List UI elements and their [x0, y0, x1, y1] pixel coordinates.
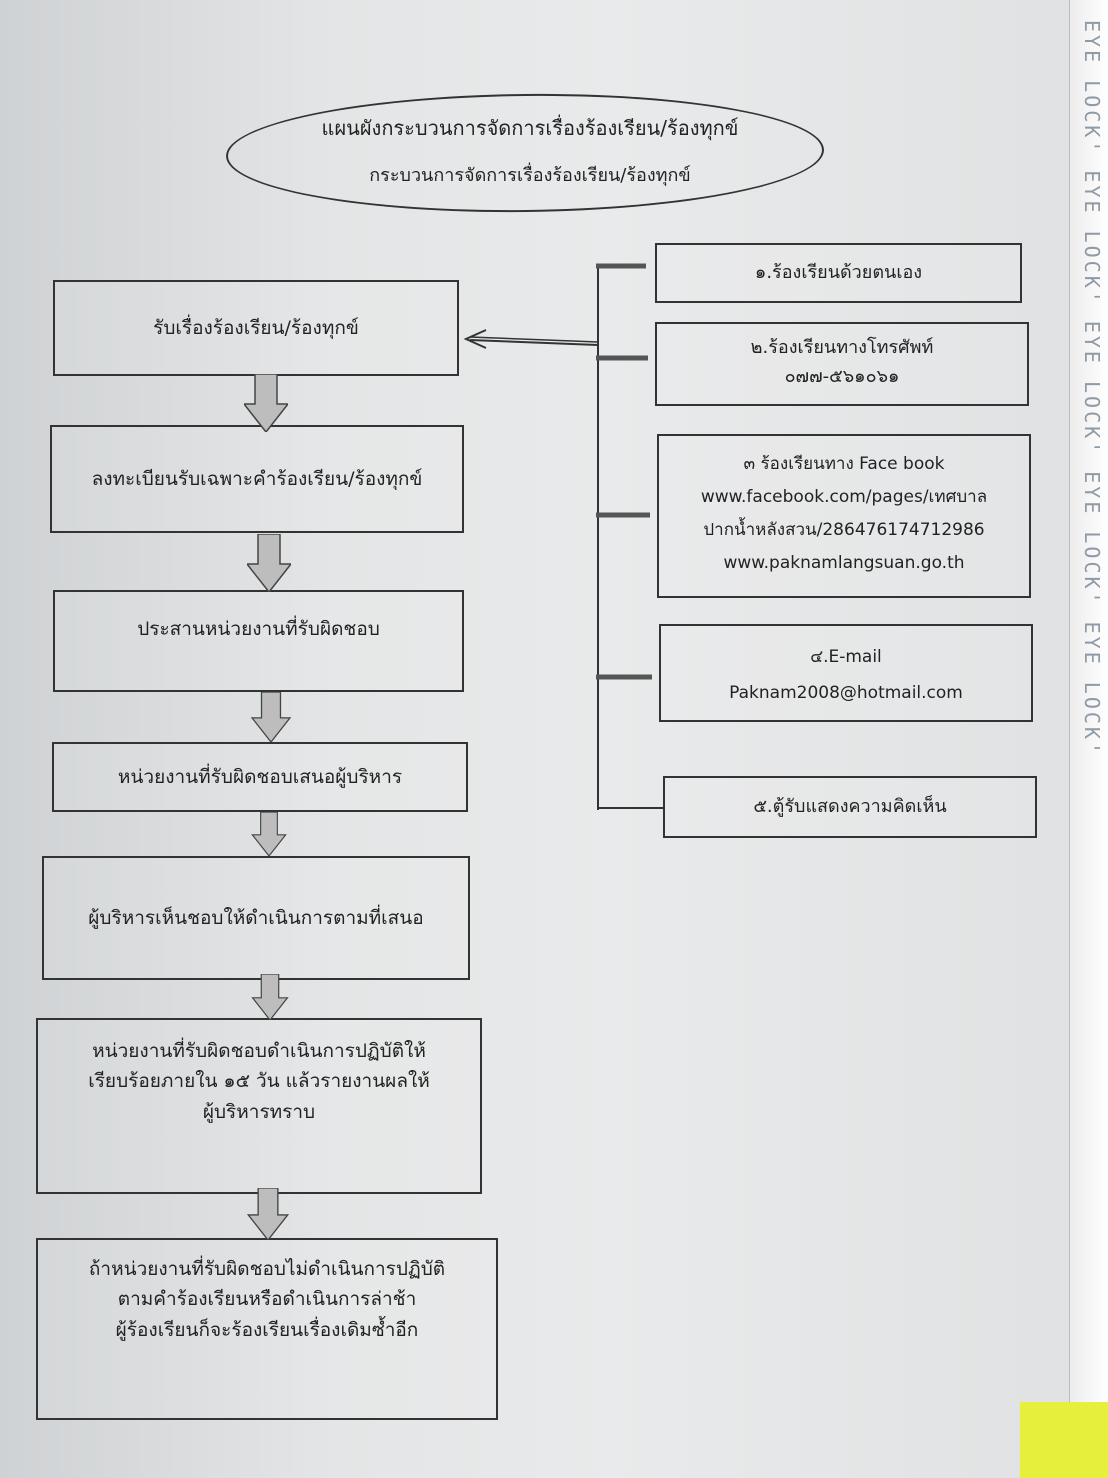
channel-facebook-url: www.facebook.com/pages/เทศบาล — [700, 487, 988, 508]
sticky-note — [1020, 1402, 1108, 1478]
channel-email-label: ๔.E-mail — [810, 647, 882, 667]
step-unit-execute-line1: หน่วยงานที่รับผิดชอบดำเนินการปฏิบัติให้ — [92, 1040, 426, 1062]
paper-edge: EYE LOCK' EYE LOCK' EYE LOCK' EYE LOCK' … — [1069, 0, 1108, 1478]
step-repeat-complaint: ถ้าหน่วยงานที่รับผิดชอบไม่ดำเนินการปฏิบั… — [36, 1238, 498, 1420]
channel-website-url: www.paknamlangsuan.go.th — [723, 553, 965, 574]
channel-facebook-label: ๓ ร้องเรียนทาง Face book — [743, 454, 945, 474]
down-arrow-icon — [246, 1188, 290, 1240]
step-receive-complaint: รับเรื่องร้องเรียน/ร้องทุกข์ — [53, 280, 459, 376]
channel-in-person-text: ๑.ร้องเรียนด้วยตนเอง — [754, 261, 923, 283]
step-coordinate-unit: ประสานหน่วยงานที่รับผิดชอบ — [53, 590, 464, 692]
edge-watermark-text: EYE LOCK' EYE LOCK' EYE LOCK' EYE LOCK' … — [1080, 20, 1104, 758]
step-register-complaint-text: ลงทะเบียนรับเฉพาะคำร้องเรียน/ร้องทุกข์ — [91, 467, 423, 490]
down-arrow-icon — [244, 374, 288, 432]
channel-comment-box-text: ๕.ตู้รับแสดงความคิดเห็น — [753, 795, 947, 817]
step-repeat-complaint-line2: ตามคำร้องเรียนหรือดำเนินการล่าช้า — [117, 1288, 417, 1311]
step-unit-execute-line2: เรียบร้อยภายใน ๑๕ วัน แล้วรายงานผลให้ — [88, 1070, 430, 1093]
channel-phone: ๒.ร้องเรียนทางโทรศัพท์ ๐๗๗-๕๖๑๐๖๑ — [655, 322, 1029, 406]
step-executive-approve-text: ผู้บริหารเห็นชอบให้ดำเนินการตามที่เสนอ — [88, 906, 424, 929]
channel-phone-number: ๐๗๗-๕๖๑๐๖๑ — [784, 365, 900, 387]
channel-phone-label: ๒.ร้องเรียนทางโทรศัพท์ — [750, 337, 934, 358]
step-repeat-complaint-line3: ผู้ร้องเรียนก็จะร้องเรียนเรื่องเดิมซ้ำอี… — [115, 1318, 419, 1341]
channel-in-person: ๑.ร้องเรียนด้วยตนเอง — [655, 243, 1022, 303]
step-unit-propose-text: หน่วยงานที่รับผิดชอบเสนอผู้บริหาร — [117, 765, 403, 788]
step-receive-complaint-text: รับเรื่องร้องเรียน/ร้องทุกข์ — [153, 316, 359, 339]
channel-facebook-url-cont: ปากน้ำหลังสวน/286476174712986 — [703, 520, 985, 541]
channel-email: ๔.E-mail Paknam2008@hotmail.com — [659, 624, 1033, 722]
step-unit-execute-line3: ผู้บริหารทราบ — [202, 1100, 316, 1123]
channel-comment-box: ๕.ตู้รับแสดงความคิดเห็น — [663, 776, 1037, 838]
step-repeat-complaint-line1: ถ้าหน่วยงานที่รับผิดชอบไม่ดำเนินการปฏิบั… — [88, 1258, 446, 1280]
step-executive-approve: ผู้บริหารเห็นชอบให้ดำเนินการตามที่เสนอ — [42, 856, 470, 980]
down-arrow-icon — [251, 812, 287, 856]
down-arrow-icon — [247, 534, 291, 592]
down-arrow-icon — [251, 974, 289, 1020]
title-oval — [225, 90, 825, 216]
down-arrow-icon — [250, 692, 292, 742]
step-register-complaint: ลงทะเบียนรับเฉพาะคำร้องเรียน/ร้องทุกข์ — [50, 425, 464, 533]
step-unit-propose: หน่วยงานที่รับผิดชอบเสนอผู้บริหาร — [52, 742, 468, 812]
diagram-subtitle: กระบวนการจัดการเรื่องร้องเรียน/ร้องทุกข์ — [369, 165, 691, 186]
step-coordinate-unit-text: ประสานหน่วยงานที่รับผิดชอบ — [137, 618, 380, 640]
step-unit-execute: หน่วยงานที่รับผิดชอบดำเนินการปฏิบัติให้ … — [36, 1018, 482, 1194]
channel-facebook: ๓ ร้องเรียนทาง Face book www.facebook.co… — [657, 434, 1031, 598]
diagram-title: แผนผังกระบวนการจัดการเรื่องร้องเรียน/ร้อ… — [321, 116, 739, 140]
channel-email-address: Paknam2008@hotmail.com — [729, 682, 963, 703]
